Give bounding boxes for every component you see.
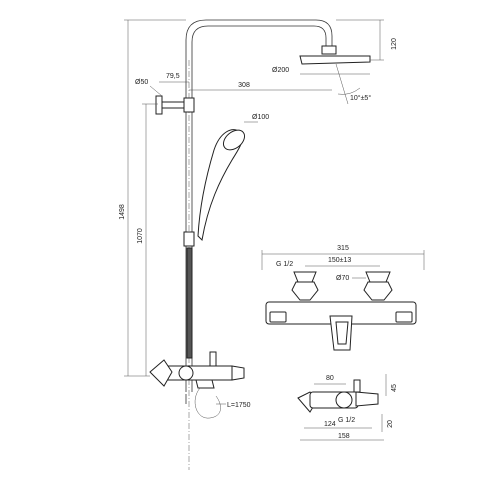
hose-bar [186,247,193,359]
front-left-eccentric [291,281,319,301]
head-joint [321,45,337,55]
side-diverter [353,379,361,393]
dia-head-label: Ø200 [272,67,289,74]
mixer-body [163,365,235,381]
mixer-front-view: 315 150±13 G 1/2 Ø70 [261,245,425,351]
mixer-left-handle [149,359,173,387]
mixer-right-handle [231,365,245,381]
dim-side-158-label: 158 [338,433,350,440]
shower-column [149,19,371,470]
dim-total-label: 1498 [119,204,126,220]
wall-bracket-arm [161,101,187,109]
shower-head [299,55,371,65]
dim-arm-label: 308 [238,82,250,89]
mixer-spout [195,379,215,389]
mixer-centre-knob [178,365,194,381]
dim-head-drop-label: 120 [391,38,398,50]
riser-pipe-inner [191,25,327,392]
mixer-side-view: 80 45 G 1/2 124 20 158 [297,374,398,441]
hose-label: L=1750 [227,402,251,409]
dim-side-20-label: 20 [387,420,394,428]
column-mixer [149,351,245,389]
dim-offset-label: 79,5 [166,73,180,80]
dia-flange-label: Ø70 [336,275,349,282]
tilt-label: 10°±5° [350,94,371,102]
hose [194,387,221,419]
hand-shower-face [222,129,246,151]
main-dimensions: 1498 1070 120 308 Ø200 79,5 Ø50 Ø100 10°… [119,19,398,409]
thread-front-label: G 1/2 [276,261,293,268]
thread-side-label: G 1/2 [338,417,355,424]
dim-side-124-label: 124 [324,421,336,428]
dia-hand-label: Ø100 [252,114,269,121]
dia-wall-label: Ø50 [135,79,148,86]
riser-pipe [185,19,333,392]
dim-lower-label: 1070 [137,228,144,244]
dim-centres-label: 150±13 [328,257,351,264]
dim-side-80-label: 80 [326,375,334,382]
hand-shower-holder [183,231,195,247]
side-knob [335,391,353,409]
wall-bracket-plate [155,95,163,115]
bracket-clamp [183,97,195,113]
mixer-diverter [209,351,217,367]
dim-side-45-label: 45 [391,384,398,392]
dim-mixer-width-label: 315 [337,245,349,252]
side-spout [355,391,379,407]
front-right-eccentric [363,281,393,301]
